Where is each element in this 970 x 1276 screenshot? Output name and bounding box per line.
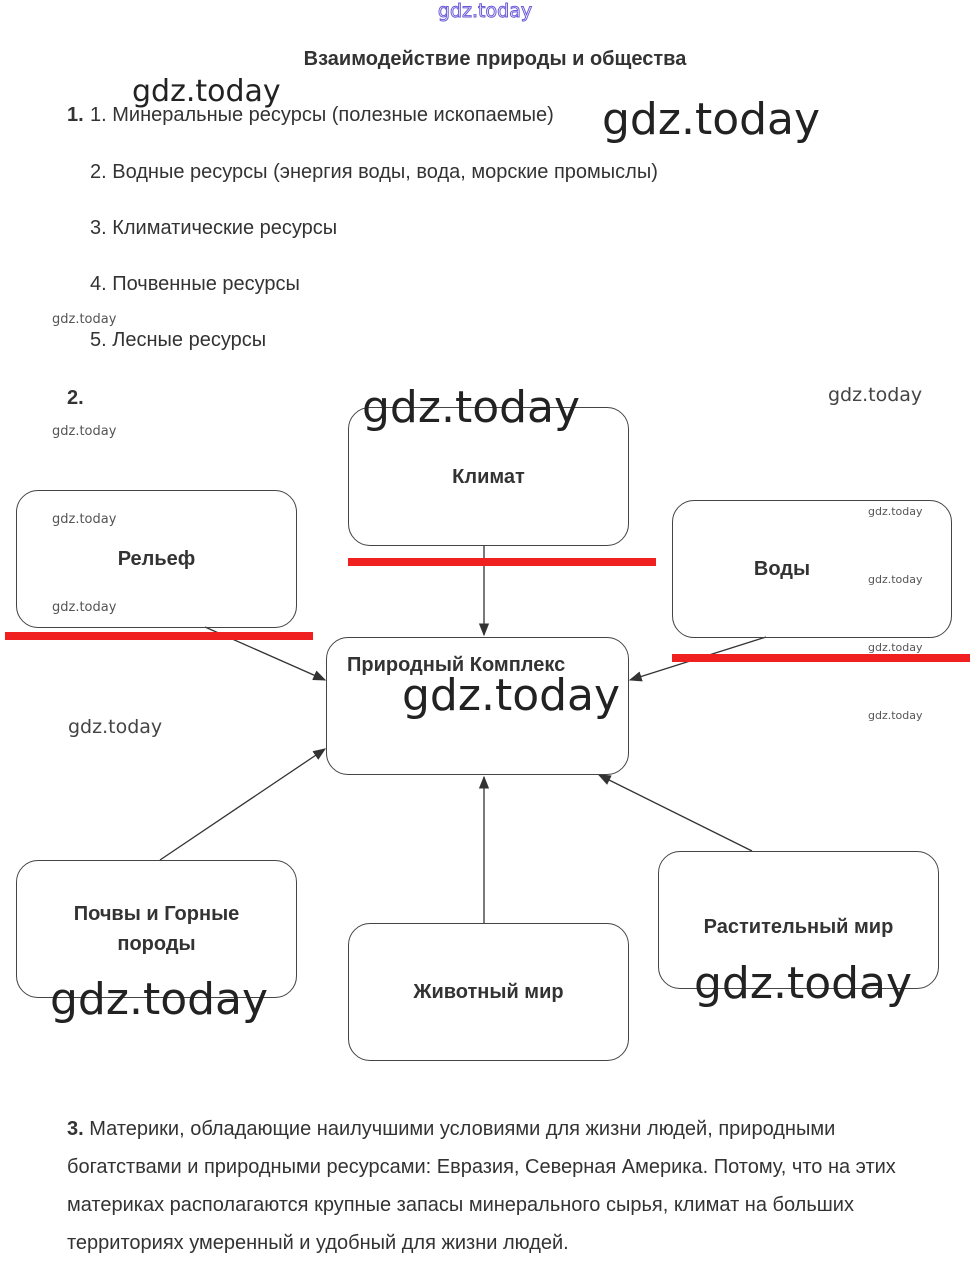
- site-logo[interactable]: gdz.today: [437, 0, 533, 23]
- box-animals: Животный мир: [348, 923, 629, 1061]
- arrow-plants: [597, 774, 753, 852]
- box-waters: Воды: [672, 500, 952, 638]
- watermark: gdz.today: [50, 974, 269, 1025]
- section-2-number: 2.: [67, 387, 84, 409]
- watermark: gdz.today: [868, 709, 923, 722]
- page-title: Взаимодействие природы и общества: [303, 48, 687, 70]
- box-natural-complex: Природный Комплекс: [326, 637, 629, 775]
- watermark: gdz.today: [52, 312, 117, 327]
- watermark: gdz.today: [68, 716, 163, 738]
- watermark: gdz.today: [868, 641, 923, 654]
- box-climate: Климат: [348, 407, 629, 546]
- box-plants: Растительный мир: [658, 851, 939, 989]
- watermark: gdz.today: [828, 384, 923, 406]
- arrow-soils: [159, 748, 327, 861]
- watermark: gdz.today: [694, 958, 913, 1009]
- list-item: 2. Водные ресурсы (энергия воды, вода, м…: [90, 161, 658, 183]
- watermark: gdz.today: [868, 505, 923, 518]
- section-1-number: 1.: [67, 104, 84, 126]
- box-relief: Рельеф: [16, 490, 297, 628]
- red-line: [672, 654, 970, 662]
- red-line: [5, 632, 313, 640]
- box-soils: Почвы и Горные породы: [16, 860, 297, 998]
- list-item: 1. Минеральные ресурсы (полезные ископае…: [90, 104, 554, 126]
- watermark: gdz.today: [52, 512, 117, 527]
- red-line: [348, 558, 656, 566]
- list-item: 5. Лесные ресурсы: [90, 329, 267, 351]
- section-3-paragraph: 3. Материки, обладающие наилучшими услов…: [67, 1110, 937, 1262]
- watermark: gdz.today: [52, 424, 117, 439]
- watermark: gdz.today: [402, 670, 621, 721]
- section-3-text: Материки, обладающие наилучшими условиям…: [67, 1118, 896, 1254]
- list-item: 3. Климатические ресурсы: [90, 217, 338, 239]
- watermark: gdz.today: [132, 74, 281, 109]
- list-item: 4. Почвенные ресурсы: [90, 273, 300, 295]
- section-3-number: 3.: [67, 1118, 84, 1140]
- watermark: gdz.today: [52, 600, 117, 615]
- watermark: gdz.today: [362, 382, 581, 433]
- watermark: gdz.today: [602, 94, 821, 145]
- watermark: gdz.today: [868, 573, 923, 586]
